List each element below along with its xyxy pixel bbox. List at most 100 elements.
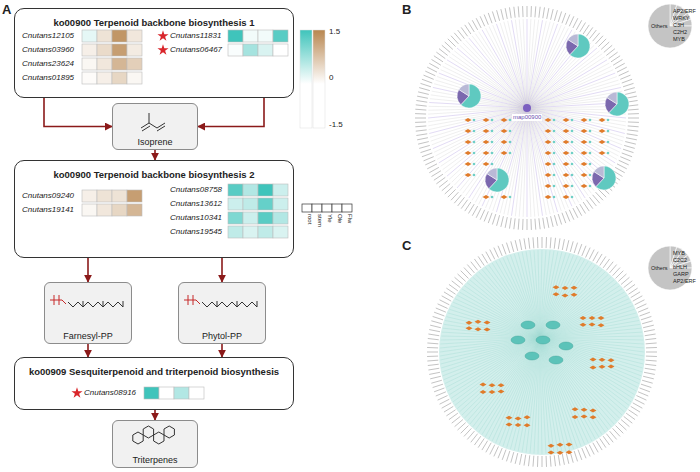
pathway-arrow <box>87 258 89 282</box>
network-link <box>527 108 539 216</box>
gene-node <box>581 184 588 188</box>
heatmap-cell <box>127 72 142 84</box>
tf-node <box>571 196 574 199</box>
network-tick <box>623 83 633 86</box>
network-tick <box>449 284 458 290</box>
pie-label: Others <box>651 23 668 30</box>
network-link <box>540 338 566 451</box>
gene-node <box>571 293 578 297</box>
color-scale-bar <box>300 30 312 128</box>
gene-id: Cnutans10341 <box>170 212 222 224</box>
network-link <box>500 23 527 108</box>
heatmap-cell <box>127 30 142 42</box>
network-tick <box>590 30 597 39</box>
gene-node <box>498 383 505 387</box>
column-key-cell <box>342 204 352 212</box>
network-link <box>540 338 558 453</box>
heatmap-cell <box>97 58 112 70</box>
pie-label: MYB <box>673 250 685 257</box>
network-tick <box>424 75 434 79</box>
network-tick <box>611 56 620 62</box>
network-tick <box>494 248 499 258</box>
network-tick <box>606 49 615 56</box>
gene-node <box>483 118 490 122</box>
network-tick <box>506 451 509 461</box>
tf-node <box>553 163 556 166</box>
network-tick <box>618 423 626 430</box>
network-tick <box>427 356 438 357</box>
network-link <box>540 338 638 387</box>
network-tick <box>613 59 622 65</box>
heatmap-cell <box>97 30 112 42</box>
gene-node <box>501 195 508 199</box>
gene-id: Cnutans11831 <box>170 30 221 42</box>
pathway-title: ko00900 Terpenoid backbone biosynthesis … <box>54 169 255 180</box>
network-tick <box>631 406 640 412</box>
pie-slice <box>568 34 578 46</box>
network-tick <box>646 360 657 362</box>
network-link <box>540 338 585 445</box>
tf-node <box>559 342 573 350</box>
network-tick <box>484 211 488 221</box>
network-tick <box>416 105 427 106</box>
network-tick <box>486 252 491 262</box>
gene-id: Cnutans01895 <box>22 72 74 84</box>
network-tick <box>583 202 589 211</box>
network-tick <box>600 438 606 447</box>
network-tick <box>570 452 573 463</box>
network-tick <box>425 160 435 165</box>
network-tick <box>416 134 427 136</box>
network-tick <box>464 428 471 436</box>
heatmap-cell <box>112 190 127 202</box>
network-tick <box>522 219 523 230</box>
network-tick <box>542 456 543 467</box>
network-tick <box>427 67 437 72</box>
scale-value: -1.5 <box>329 120 343 130</box>
network-tick <box>593 252 598 262</box>
tf-node <box>571 185 574 188</box>
network-tick <box>573 208 578 218</box>
compound-name: Triterpenes <box>132 455 177 465</box>
network-link <box>527 108 585 198</box>
heatmap-cell <box>159 387 174 399</box>
network-tick <box>454 195 461 203</box>
figure-shape <box>62 300 66 304</box>
column-key-cell <box>322 204 332 212</box>
network-link <box>479 32 527 108</box>
heatmap-cell <box>258 212 273 224</box>
network-tick <box>622 79 632 83</box>
network-tick <box>488 213 492 223</box>
network-tick <box>415 125 426 127</box>
network-tick <box>558 214 561 224</box>
figure-shape <box>54 295 55 305</box>
network-link <box>540 320 639 338</box>
heatmap-cell <box>82 72 97 84</box>
network-tick <box>586 446 591 456</box>
column-label: Flw <box>346 214 353 223</box>
network-tick <box>484 15 488 25</box>
heatmap-cell <box>243 44 258 56</box>
network-tick <box>554 215 557 226</box>
network-tick <box>467 431 474 439</box>
network-tick <box>502 450 506 460</box>
network-link <box>503 258 540 338</box>
network-tick <box>505 217 507 228</box>
pie-node <box>485 168 509 192</box>
network-link <box>527 108 588 196</box>
heatmap-cell <box>97 44 112 56</box>
network-link <box>540 338 631 402</box>
network-tick <box>537 237 538 248</box>
network-tick <box>518 219 520 230</box>
network-link <box>457 48 527 108</box>
network-tick <box>640 388 650 392</box>
figure-shape <box>50 300 62 301</box>
network-tick <box>498 246 502 256</box>
network-link <box>540 338 644 348</box>
compound-ground <box>44 282 132 344</box>
network-tick <box>616 426 624 434</box>
gene-id: Cnutans03960 <box>22 44 74 56</box>
network-tick <box>539 7 540 18</box>
network-link <box>540 252 562 338</box>
network-tick <box>425 71 435 76</box>
network-link <box>446 338 540 387</box>
